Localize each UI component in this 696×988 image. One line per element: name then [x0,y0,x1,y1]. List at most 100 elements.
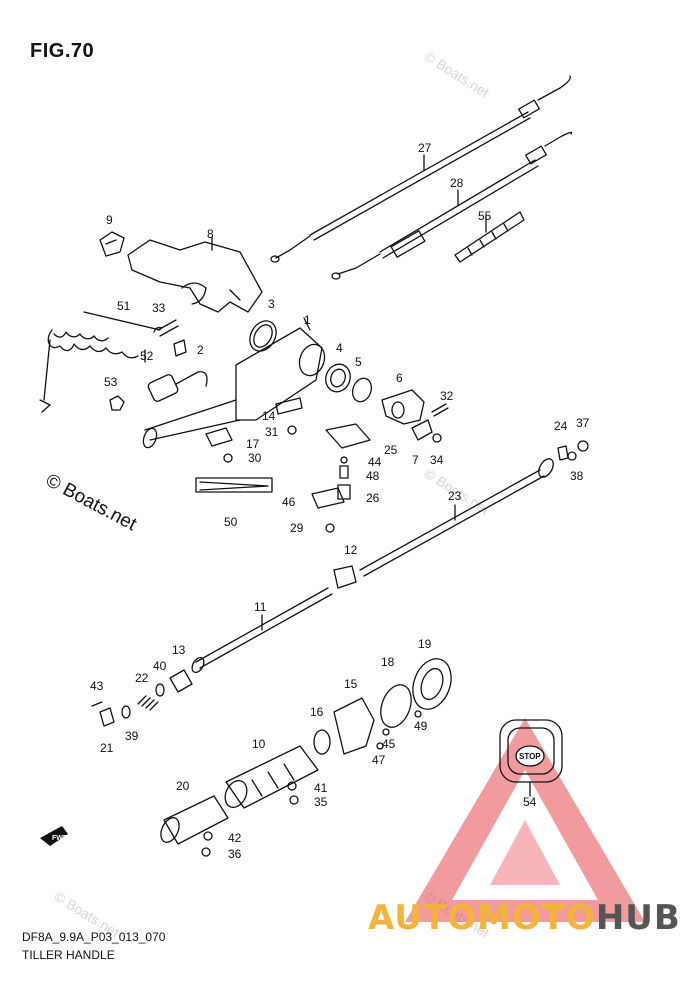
part-9 [99,231,125,257]
part-48-bolt [339,465,349,479]
part-24-pin [557,445,569,461]
part-label: 54 [523,795,537,809]
logo-triangle-icon [405,718,645,922]
part-38-washer [567,451,577,461]
part-label: 47 [372,753,386,767]
part-label: 29 [290,521,304,535]
part-label: 16 [310,705,324,719]
part-41-washer [287,781,297,791]
part-28-cable [331,131,573,280]
part-label: 43 [90,679,104,693]
part-label: 1 [304,313,311,327]
part-49-screw [414,710,422,718]
part-20-cap [163,795,229,845]
part-label: 31 [265,425,279,439]
part-51-coil [39,311,161,413]
automotohub-logo: AUTOMOTOHUB [360,700,690,950]
part-label: 40 [153,659,167,673]
part-15-knob [333,697,375,755]
part-40-washer [155,683,165,697]
part-label: 6 [396,371,403,385]
part-label: 7 [412,453,419,467]
part-36-screw [201,847,211,857]
part-label: 9 [106,213,113,227]
part-11-shaft [191,587,333,674]
part-label: 11 [254,600,267,614]
part-label: 8 [207,227,214,241]
part-44-washer [340,456,348,464]
model-code: DF8A_9.9A_P03_013_070 [22,930,166,944]
part-2-clip [173,339,187,357]
part-label: 12 [344,543,358,557]
figure-title: FIG.70 [30,40,95,62]
part-label: 38 [570,469,584,483]
part-12-joint [333,565,357,589]
part-32-screw [431,403,449,417]
logo-wordmark: AUTOMOTOHUB [368,898,681,938]
part-label: 28 [450,176,464,190]
part-label: 51 [117,299,131,313]
part-label: 36 [228,847,242,861]
part-39-washer [121,705,131,719]
part-45-screw [382,728,390,736]
part-46-plate [311,487,345,509]
part-21-cap [99,707,115,727]
fwd-arrow-icon: FWD [40,826,68,846]
part-47-screw [376,742,384,750]
part-37-nut [577,440,589,452]
part-label: 39 [125,729,139,743]
part-label: 10 [252,737,266,751]
part-16-bushing [313,729,331,755]
svg-text:FWD: FWD [52,835,68,842]
part-label: 35 [314,795,328,809]
part-label: 4 [336,341,343,355]
logo-text-primary: AUTOMOTO [368,898,596,938]
part-35-screw [289,795,299,805]
part-label: 18 [381,655,395,669]
part-label: 34 [430,453,444,467]
part-8-bracket [127,237,263,313]
part-13-sleeve [169,669,193,693]
part-label: 46 [282,495,296,509]
part-52-switch [109,349,208,411]
part-label: 55 [478,209,492,223]
part-label: 5 [355,355,362,369]
part-55-sleeve [454,211,525,263]
part-label: 53 [104,375,118,389]
part-label: 23 [448,489,462,503]
part-42-washer [203,831,213,841]
part-label: 27 [418,141,432,155]
part-17-bracket [205,427,233,447]
part-14-plate [275,397,303,415]
part-label: 17 [246,437,260,451]
part-6-housing [381,389,425,425]
part-label: 37 [576,416,590,430]
part-18-gear [380,684,412,728]
part-7-washer [411,419,433,441]
part-50-label [195,477,273,493]
part-34-bolt [432,433,442,443]
part-label: 26 [366,491,380,505]
part-label: 19 [418,637,432,651]
part-27-cable [270,75,571,263]
part-label: 30 [248,451,262,465]
part-label: 14 [262,409,276,423]
part-label: 32 [440,389,454,403]
part-label: 21 [100,741,114,755]
logo-text-secondary: HUB [595,898,681,938]
part-label: 13 [172,643,186,657]
part-31-bolt [287,425,297,435]
part-33-bolt [153,319,179,337]
part-number-labels: 1 2 3 4 5 6 7 8 9 10 11 12 13 14 15 16 1… [90,141,590,861]
part-label: 3 [268,297,275,311]
part-29-bolt [325,523,335,533]
part-label: 49 [414,719,428,733]
part-label: 41 [314,781,328,795]
figure-caption: TILLER HANDLE [22,948,115,962]
part-label: 42 [228,831,242,845]
part-54-stop-switch [499,719,563,797]
part-25-plate [325,423,371,449]
part-label: 33 [152,301,166,315]
part-3-ring [249,320,277,352]
